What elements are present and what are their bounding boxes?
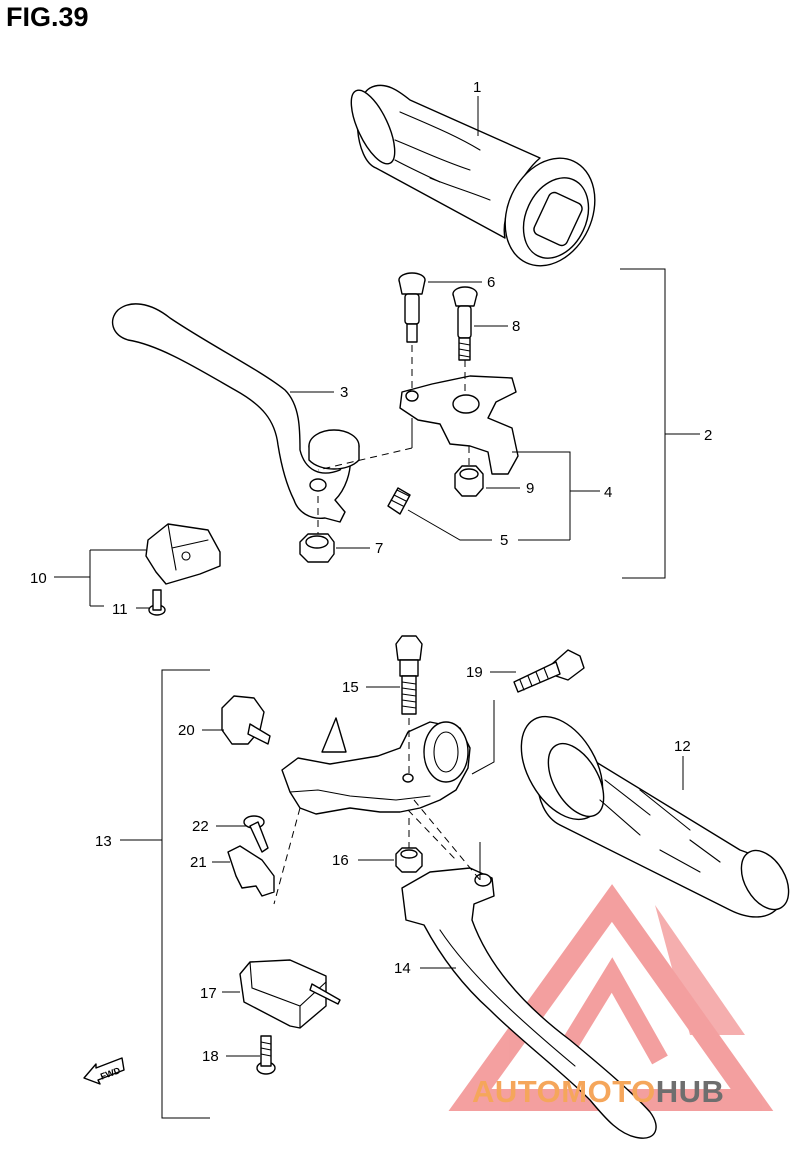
part-16-nut bbox=[395, 847, 423, 873]
leader-line bbox=[512, 451, 600, 540]
part-19-bolt bbox=[513, 649, 585, 693]
leader-line bbox=[54, 549, 146, 607]
part-22-screw bbox=[243, 815, 269, 853]
part-20-adjuster bbox=[221, 695, 271, 745]
part-6-pivot-bolt bbox=[398, 272, 426, 343]
leader-line bbox=[407, 509, 570, 541]
part-7-nut bbox=[299, 533, 335, 563]
callout-22: 22 bbox=[192, 818, 209, 835]
part-14-clutch-lever bbox=[401, 867, 657, 1139]
callout-20: 20 bbox=[178, 722, 195, 739]
callout-7: 7 bbox=[375, 540, 383, 557]
bracket-line bbox=[120, 669, 210, 1119]
part-21-bracket bbox=[227, 845, 275, 897]
dash-line bbox=[413, 799, 481, 881]
part-17-clutch-switch bbox=[239, 959, 341, 1029]
callout-6: 6 bbox=[487, 274, 495, 291]
part-3-brake-lever bbox=[111, 303, 360, 523]
callout-4: 4 bbox=[604, 484, 612, 501]
part-8-screw bbox=[452, 286, 478, 361]
part-9-nut bbox=[454, 465, 484, 497]
part-18-screw bbox=[256, 1035, 276, 1075]
watermark-part2: HUB bbox=[655, 1074, 725, 1109]
part-4-lever-bracket bbox=[399, 375, 519, 475]
dash-line bbox=[317, 447, 413, 471]
callout-13: 13 bbox=[95, 833, 112, 850]
part-10-brake-switch bbox=[145, 523, 221, 585]
fwd-arrow-icon: FWD bbox=[83, 1057, 125, 1085]
figure-title: FIG.39 bbox=[6, 2, 89, 32]
callout-2: 2 bbox=[704, 427, 712, 444]
part-11-screw bbox=[148, 589, 166, 616]
callout-18: 18 bbox=[202, 1048, 219, 1065]
part-5-spring bbox=[387, 487, 411, 515]
part-1-throttle-grip bbox=[350, 84, 596, 267]
callout-8: 8 bbox=[512, 318, 520, 335]
part-13-clutch-holder bbox=[281, 717, 471, 815]
part-15-bolt bbox=[395, 635, 423, 715]
callout-17: 17 bbox=[200, 985, 217, 1002]
callout-10: 10 bbox=[30, 570, 47, 587]
callout-11: 11 bbox=[112, 601, 128, 618]
callout-19: 19 bbox=[466, 664, 483, 681]
callout-12: 12 bbox=[674, 738, 691, 755]
dash-line bbox=[273, 807, 301, 905]
callout-21: 21 bbox=[190, 854, 207, 871]
callout-14: 14 bbox=[394, 960, 411, 977]
callout-9: 9 bbox=[526, 480, 534, 497]
callout-15: 15 bbox=[342, 679, 359, 696]
callout-3: 3 bbox=[340, 384, 348, 401]
watermark-part1: AUTOMOTO bbox=[472, 1074, 656, 1109]
callout-5: 5 bbox=[500, 532, 508, 549]
callout-1: 1 bbox=[473, 79, 481, 96]
watermark-text: AUTOMOTOHUB bbox=[472, 1074, 724, 1110]
part-12-left-grip bbox=[520, 715, 790, 918]
leader-line bbox=[471, 700, 495, 775]
callout-16: 16 bbox=[332, 852, 349, 869]
bracket-line bbox=[620, 268, 666, 579]
